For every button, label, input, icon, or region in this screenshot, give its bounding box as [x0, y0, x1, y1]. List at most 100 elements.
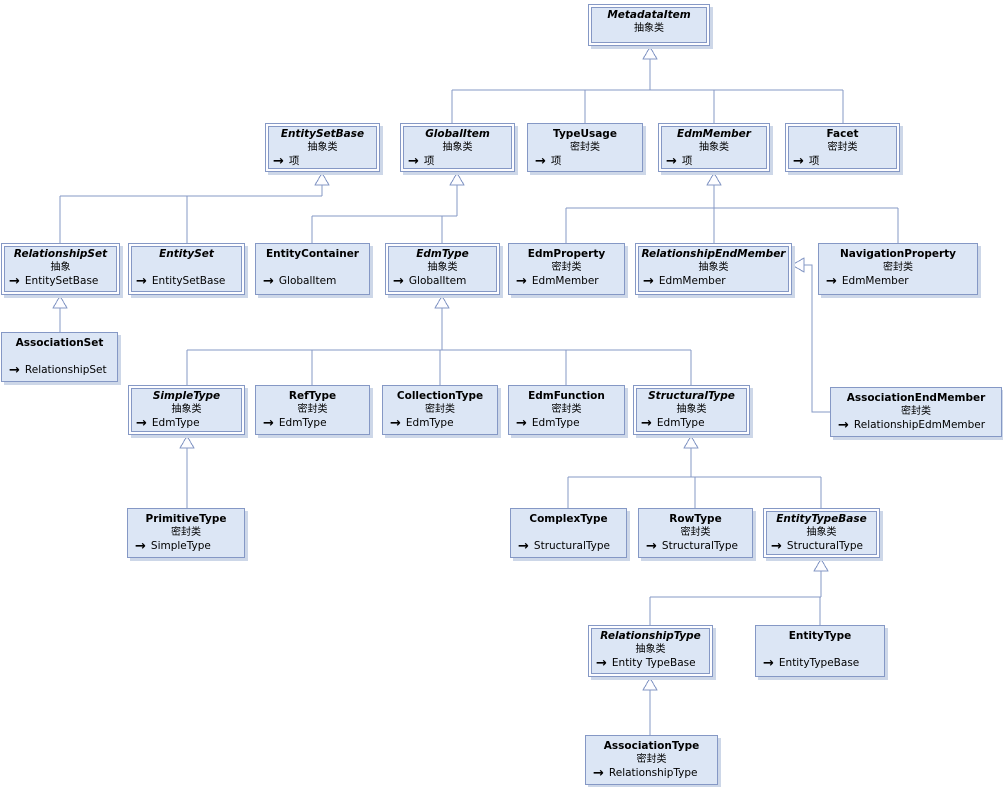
class-stereotype [511, 526, 626, 539]
base-class-row: → StructuralType [764, 539, 879, 554]
class-node-edmtype: EdmType 抽象类 →GlobalItem [385, 243, 500, 295]
base-class-row: →EdmMember [636, 274, 791, 289]
class-stereotype: 抽象 [50, 262, 71, 273]
base-class-name: EdmType [278, 417, 327, 429]
class-name: SimpleType [152, 390, 221, 402]
class-name: EdmFunction [528, 390, 605, 402]
base-class-name: EntitySetBase [151, 275, 226, 287]
base-class-row: →项 [401, 154, 514, 169]
inherits-arrow-icon: → [9, 363, 20, 378]
class-name: EdmProperty [527, 248, 606, 260]
class-stereotype: 密封类 [551, 262, 582, 273]
base-class-row: →RelationshipEdmMember [831, 418, 1001, 433]
class-node-relationshipset: RelationshipSet 抽象 →EntitySetBase [1, 243, 120, 295]
inheritance-arrowhead [791, 257, 805, 273]
class-name: ComplexType [529, 513, 608, 525]
class-stereotype: 抽象类 [806, 527, 837, 538]
inherits-arrow-icon: → [136, 274, 147, 289]
base-class-row: → StructuralType [639, 539, 752, 554]
class-stereotype: 密封类 [636, 754, 667, 765]
base-class-name: EdmMember [658, 275, 726, 287]
class-name: CollectionType [396, 390, 484, 402]
base-class-name: 项 [550, 155, 562, 167]
inherits-arrow-icon: → [263, 416, 274, 431]
base-class-name: 项 [681, 155, 693, 167]
class-stereotype [256, 261, 369, 274]
class-node-reftype: RefType 密封类 →EdmType [255, 385, 370, 435]
class-name: EntitySet [159, 248, 214, 260]
inherits-arrow-icon: → [9, 274, 20, 289]
class-name: StructuralType [648, 390, 735, 402]
class-stereotype: 密封类 [827, 142, 858, 153]
base-class-row: →GlobalItem [256, 274, 369, 289]
class-node-entityset: EntitySet → EntitySetBase [128, 243, 245, 295]
class-node-simpletype: SimpleType 抽象类 → EdmType [128, 385, 245, 435]
inherits-arrow-icon: → [136, 416, 147, 431]
class-name: PrimitiveType [145, 513, 227, 525]
class-name: MetadataItem [607, 9, 691, 21]
class-name: RelationshipSet [13, 248, 108, 260]
inheritance-arrowhead [52, 295, 68, 309]
base-class-row: →EntityTypeBase [756, 656, 884, 671]
base-class-row: →EdmMember [819, 274, 977, 289]
inherits-arrow-icon: → [838, 418, 849, 433]
class-stereotype: 密封类 [901, 406, 931, 417]
base-class-name: RelationshipType [608, 767, 698, 779]
inheritance-arrowhead [683, 435, 699, 449]
inherits-arrow-icon: → [763, 656, 774, 671]
class-stereotype [129, 261, 244, 274]
base-class-name: EdmType [656, 417, 705, 429]
base-class-row: → EdmType [129, 416, 244, 431]
inheritance-arrowhead [314, 172, 330, 186]
class-stereotype: 抽象类 [698, 262, 729, 273]
class-stereotype: 抽象类 [635, 644, 666, 655]
class-stereotype: 抽象类 [427, 262, 458, 273]
base-class-row: → EdmType [256, 416, 369, 431]
base-class-name: 项 [423, 155, 435, 167]
inheritance-arrowhead [449, 172, 465, 186]
base-class-name: StructuralType [786, 540, 863, 552]
class-name: RefType [288, 390, 337, 402]
class-name: TypeUsage [553, 128, 617, 140]
inherits-arrow-icon: → [793, 154, 804, 169]
class-stereotype: 抽象类 [307, 142, 338, 153]
class-name: EdmMember [677, 128, 751, 140]
class-name: RelationshipType [600, 630, 701, 642]
class-node-facet: Facet 密封类 →项 [785, 123, 900, 172]
class-node-rowtype: RowType 密封类 →StructuralType [638, 508, 753, 558]
inherits-arrow-icon: → [771, 539, 782, 554]
class-stereotype: 抽象类 [676, 404, 707, 415]
class-node-collectiontype: CollectionType 密封类 →EdmType [382, 385, 498, 435]
class-node-structuraltype: StructuralType 抽象类 →EdmType [633, 385, 750, 435]
class-stereotype: 抽象类 [171, 404, 202, 415]
inherits-arrow-icon: → [516, 274, 527, 289]
class-stereotype [756, 643, 884, 656]
base-class-row: → StructuralType [511, 539, 626, 554]
class-node-edmmember: EdmMember 抽象类 →项 [658, 123, 770, 172]
base-class-name: EdmMember [841, 275, 909, 287]
class-node-relationshiptype: RelationshipType 抽象类 →Entity TypeBase [588, 625, 713, 677]
base-class-row: →项 [266, 154, 379, 169]
base-class-name: StructuralType [661, 540, 738, 552]
base-class-name: EdmType [151, 417, 200, 429]
base-class-name: GlobalItem [408, 275, 467, 287]
base-class-name: EdmMember [531, 275, 599, 287]
base-class-name: RelationshipSet [24, 364, 107, 376]
class-name: GlobalItem [425, 128, 490, 140]
class-stereotype: 密封类 [171, 527, 201, 538]
class-name: EdmType [416, 248, 469, 260]
class-node-typeusage: TypeUsage 密封类 →项 [527, 123, 643, 172]
class-node-edmfunction: EdmFunction 密封类 →EdmType [508, 385, 625, 435]
inherits-arrow-icon: → [135, 539, 146, 554]
class-stereotype: 抽象类 [699, 142, 729, 153]
base-class-row: →EdmType [509, 416, 624, 431]
inheritance-arrowhead [434, 295, 450, 309]
inherits-arrow-icon: → [518, 539, 529, 554]
inherits-arrow-icon: → [646, 539, 657, 554]
inheritance-arrowhead [642, 46, 658, 60]
base-class-name: StructuralType [533, 540, 610, 552]
base-class-name: 项 [288, 155, 300, 167]
base-class-row: →GlobalItem [386, 274, 499, 289]
base-class-name: EdmType [531, 417, 580, 429]
